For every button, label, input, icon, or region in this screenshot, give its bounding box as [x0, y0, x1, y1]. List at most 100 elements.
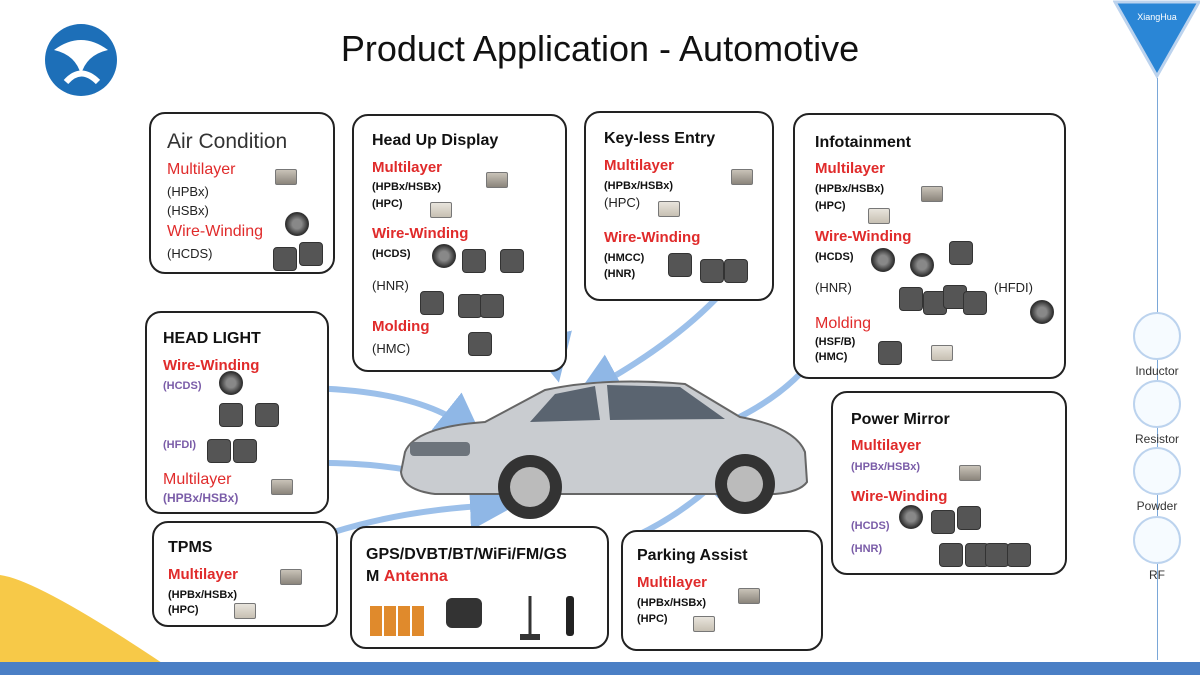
chip-image: [430, 202, 452, 218]
keyless-multilayer: Multilayer: [604, 157, 675, 174]
air-tag-hpbx: (HPBx): [167, 184, 209, 199]
hud-tag-hcds: (HCDS): [372, 248, 411, 260]
info-molding: Molding: [815, 315, 872, 332]
info-tag-hcds: (HCDS): [815, 251, 854, 263]
info-multilayer: Multilayer: [815, 160, 886, 177]
brand-badge: XiangHua: [1113, 0, 1200, 80]
coil-image: [700, 259, 724, 283]
coil-image: [285, 212, 309, 236]
mirror-tag-hcds: (HCDS): [851, 520, 890, 532]
rail-item-inductor[interactable]: Inductor: [1125, 312, 1189, 378]
info-tag-hnr: (HNR): [815, 280, 852, 295]
antenna-images: [370, 596, 574, 640]
coil-image: [957, 506, 981, 530]
hud-molding: Molding: [372, 318, 430, 335]
keyless-tag-hmcc: (HMCC): [604, 252, 645, 264]
info-tag-hpc: (HPC): [815, 200, 846, 212]
parking-tag-hpbx-hsbx: (HPBx/HSBx): [637, 597, 707, 609]
coil-image: [420, 291, 444, 315]
coil-image: [963, 291, 987, 315]
coil-image: [219, 371, 243, 395]
mirror-tag-hpbx-hsbx: (HPBx/HSBx): [851, 461, 921, 473]
chip-image: [271, 479, 293, 495]
bottom-bar: [0, 662, 1200, 675]
hud-multilayer: Multilayer: [372, 159, 443, 176]
tpms-multilayer: Multilayer: [168, 566, 239, 583]
headlight-tag-hcds: (HCDS): [163, 380, 202, 392]
tpms-title: TPMS: [168, 539, 213, 556]
chip-image: [275, 169, 297, 185]
car-image: [399, 380, 809, 519]
keyless-tag-hnr: (HNR): [604, 268, 636, 280]
chip-image: [921, 186, 943, 202]
coil-image: [899, 505, 923, 529]
coil-image: [1030, 300, 1054, 324]
coil-image: [668, 253, 692, 277]
mirror-multilayer: Multilayer: [851, 437, 922, 454]
hud-title: Head Up Display: [372, 132, 499, 149]
hud-tag-hmc: (HMC): [372, 341, 411, 356]
air-tag-hsbx: (HSBx): [167, 203, 209, 218]
hud-tag-hnr: (HNR): [372, 278, 409, 293]
air-title: Air Condition: [167, 130, 288, 153]
coil-image: [871, 248, 895, 272]
chip-image: [658, 201, 680, 217]
tpms-tag-hpbx-hsbx: (HPBx/HSBx): [168, 589, 238, 601]
chip-image: [234, 603, 256, 619]
resistor-icon: [1133, 380, 1181, 428]
chip-image: [738, 588, 760, 604]
parking-assist-panel: Parking Assist Multilayer (HPBx/HSBx) (H…: [621, 530, 823, 651]
hud-tag-hpbx-hsbx: (HPBx/HSBx): [372, 181, 442, 193]
air-tag-hcds: (HCDS): [167, 246, 213, 261]
coil-image: [207, 439, 231, 463]
mirror-tag-hnr: (HNR): [851, 543, 883, 555]
info-tag-hpbx-hsbx: (HPBx/HSBx): [815, 183, 885, 195]
gps-title: GPS/DVBT/BT/WiFi/FM/GS: [366, 546, 567, 563]
chip-image: [693, 616, 715, 632]
rail-label-inductor: Inductor: [1135, 364, 1179, 378]
coil-image: [949, 241, 973, 265]
tpms-panel: TPMS Multilayer (HPBx/HSBx) (HPC): [152, 521, 338, 627]
coil-image: [878, 341, 902, 365]
headlight-wire-winding: Wire-Winding: [163, 357, 260, 374]
coil-image: [724, 259, 748, 283]
head-up-display-panel: Head Up Display Multilayer (HPBx/HSBx) (…: [352, 114, 567, 372]
company-logo: [45, 24, 117, 96]
head-light-panel: HEAD LIGHT Wire-Winding (HCDS) (HFDI) Mu…: [145, 311, 329, 514]
coil-image: [458, 294, 482, 318]
power-mirror-panel: Power Mirror Multilayer (HPBx/HSBx) Wire…: [831, 391, 1067, 575]
parking-multilayer: Multilayer: [637, 574, 708, 591]
hud-tag-hpc: (HPC): [372, 198, 403, 210]
chip-image: [280, 569, 302, 585]
gps-title-line2: M Antenna: [366, 568, 448, 586]
air-condition-panel: Air Condition Multilayer (HPBx) (HSBx) W…: [149, 112, 335, 274]
chip-image: [731, 169, 753, 185]
page-title: Product Application - Automotive: [340, 28, 860, 69]
rail-line: [1157, 78, 1158, 660]
coil-image: [468, 332, 492, 356]
tpms-tag-hpc: (HPC): [168, 604, 199, 616]
rail-label-resistor: Resistor: [1134, 432, 1179, 446]
mirror-wire-winding: Wire-Winding: [851, 488, 948, 505]
keyless-title: Key-less Entry: [604, 130, 716, 147]
coil-image: [931, 510, 955, 534]
coil-image: [219, 403, 243, 427]
inductor-icon: [1133, 312, 1181, 360]
info-wire-winding: Wire-Winding: [815, 228, 912, 245]
infotainment-panel: Infotainment Multilayer (HPBx/HSBx) (HPC…: [793, 113, 1066, 379]
info-tag-hsfb: (HSF/B): [815, 336, 856, 348]
rail-item-resistor[interactable]: Resistor: [1125, 380, 1189, 446]
chip-image: [931, 345, 953, 361]
air-wire-winding: Wire-Winding: [167, 223, 264, 240]
powder-icon: [1133, 447, 1181, 495]
antenna-icon: [1133, 516, 1181, 564]
coil-image: [985, 543, 1009, 567]
corner-decoration: [0, 575, 180, 675]
coil-image: [899, 287, 923, 311]
rail-item-powder[interactable]: Powder: [1125, 447, 1189, 513]
chip-image: [959, 465, 981, 481]
rail-item-rf[interactable]: RF: [1125, 516, 1189, 582]
coil-image: [480, 294, 504, 318]
coil-image: [500, 249, 524, 273]
coil-image: [462, 249, 486, 273]
